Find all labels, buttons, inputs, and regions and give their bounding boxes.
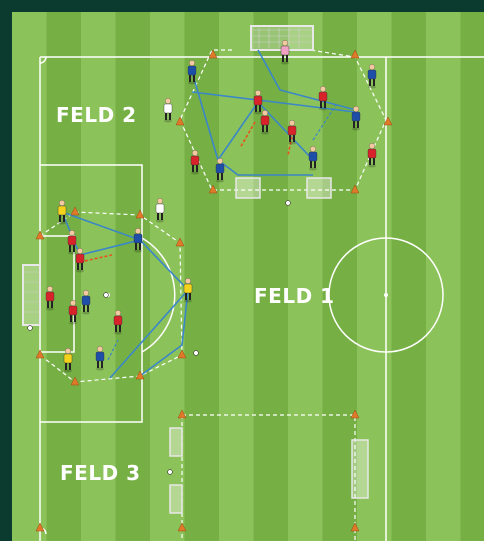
- ball-icon: [286, 201, 291, 206]
- ball-icon: [104, 293, 109, 298]
- ball-icon: [168, 470, 173, 475]
- goal-icon: [170, 485, 182, 513]
- grass-stripe: [392, 12, 427, 541]
- center-spot: [384, 293, 388, 297]
- goal-icon: [236, 178, 260, 198]
- grass-stripe: [461, 12, 484, 541]
- label-feld-3: FELD 3: [60, 461, 141, 485]
- grass-stripe: [426, 12, 461, 541]
- grass-stripe: [150, 12, 185, 541]
- ball-icon: [194, 351, 199, 356]
- goal-icon: [170, 428, 182, 456]
- goal-icon: [23, 265, 40, 325]
- goal-icon: [352, 440, 368, 498]
- label-feld-2: FELD 2: [56, 103, 137, 127]
- grass-stripe: [288, 12, 323, 541]
- label-feld-1: FELD 1: [254, 284, 335, 308]
- goal-icon: [307, 178, 331, 198]
- grass-stripe: [219, 12, 254, 541]
- grass-stripe: [185, 12, 220, 541]
- ball-icon: [28, 326, 33, 331]
